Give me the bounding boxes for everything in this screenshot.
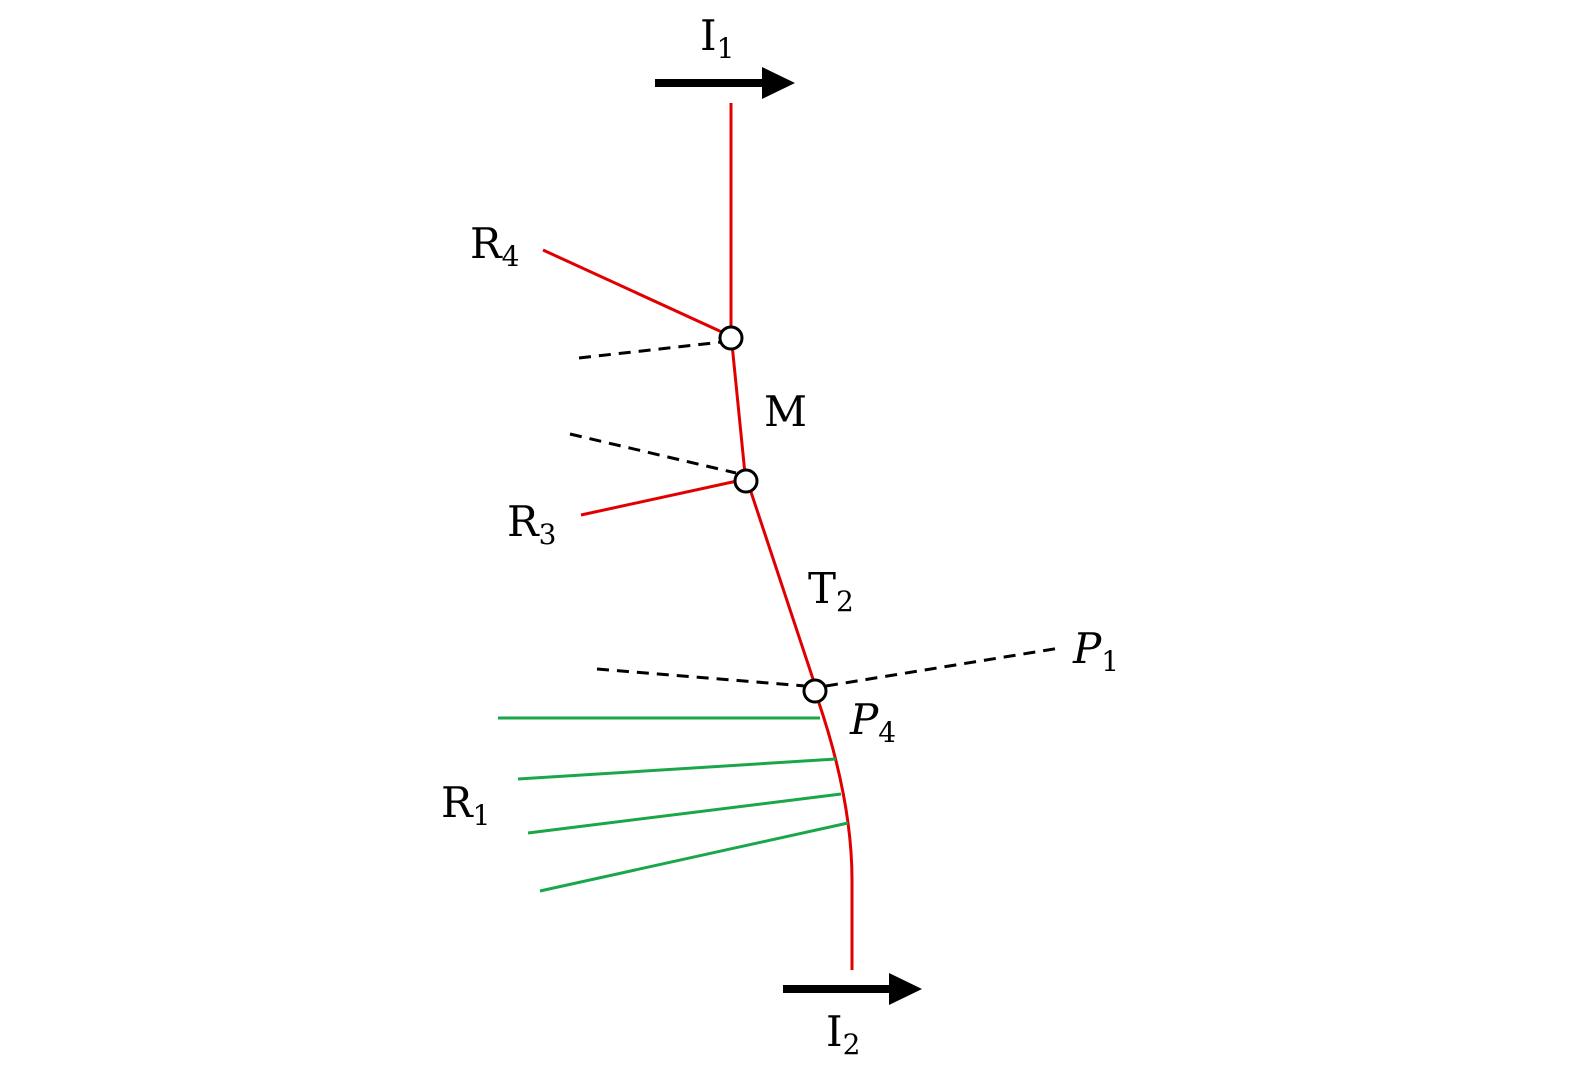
fan-ray — [527, 792, 842, 835]
shock-front — [542, 103, 854, 970]
fan-ray — [517, 757, 837, 781]
arrow-head — [889, 973, 922, 1005]
label-t2: T2 — [808, 564, 854, 618]
triple-point-middle — [733, 468, 759, 494]
incident-arrow-bottom — [783, 973, 922, 1005]
label-p4: P4 — [849, 695, 896, 749]
arrow-head — [762, 67, 795, 99]
dashed-line-upper — [578, 340, 723, 360]
label-i1: I1 — [700, 11, 734, 65]
dashed-line-p1 — [825, 646, 1061, 688]
transmitted-shock-t2 — [748, 488, 816, 683]
dashed-line-middle — [569, 432, 737, 475]
label-p1: P1 — [1072, 624, 1119, 678]
label-r1: R1 — [441, 778, 490, 832]
label-i2: I2 — [826, 1007, 860, 1061]
dashed-line-lower-left — [596, 667, 806, 688]
fan-ray — [539, 821, 849, 893]
triple-point-lower — [802, 678, 828, 704]
label-r3: R3 — [507, 497, 556, 551]
expansion-fan — [498, 716, 849, 893]
dashed-lines — [569, 340, 1061, 688]
label-m: M — [764, 387, 807, 436]
label-r4: R4 — [470, 219, 519, 273]
nodes — [718, 325, 828, 704]
reflected-shock-r4 — [542, 248, 725, 335]
incident-arrow-top — [655, 67, 795, 99]
mach-stem — [730, 343, 747, 475]
reflected-shock-r3 — [580, 479, 738, 517]
triple-point-upper — [718, 325, 744, 351]
curved-shock-lower — [816, 699, 854, 970]
